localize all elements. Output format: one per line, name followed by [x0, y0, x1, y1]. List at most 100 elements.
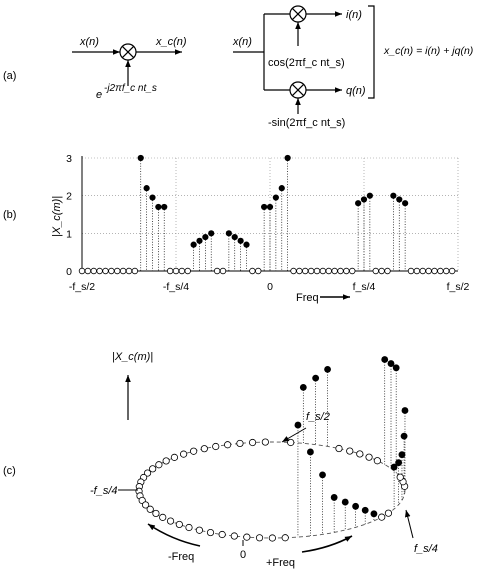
c-ring-bin — [159, 513, 167, 521]
i-output-label: i(n) — [346, 9, 362, 21]
c-ring-bin — [281, 534, 289, 542]
b-data-point — [202, 234, 209, 241]
b-zero-bin — [296, 267, 303, 275]
b-data-point — [237, 237, 244, 244]
c-data-point — [381, 356, 389, 363]
b-zero-bin — [131, 267, 139, 275]
c-neg-freq-arrow — [147, 523, 201, 547]
b-zero-bin — [413, 267, 421, 275]
b-data-point — [149, 194, 156, 201]
b-data-point — [272, 194, 279, 201]
c-data-point — [299, 383, 307, 391]
b-stems — [140, 158, 406, 271]
c-pos-fs4-label: f_s/4 — [414, 543, 438, 555]
left-mixer-diagram: x(n) x_c(n) e -j2πf_c nt_s — [72, 36, 187, 101]
b-x-tick-label: f_s/2 — [447, 281, 470, 293]
c-ring-bin — [200, 445, 208, 453]
c-data-point — [398, 451, 406, 459]
c-data-point — [387, 360, 395, 367]
b-data-point — [137, 154, 144, 162]
b-grid — [82, 157, 459, 271]
c-data-point — [352, 502, 360, 510]
b-zero-bin — [349, 267, 356, 275]
c-data-point — [319, 471, 326, 479]
c-ring-bin — [365, 453, 373, 461]
panel-a-label: (a) — [3, 70, 16, 82]
b-data-point — [278, 185, 285, 192]
c-ring-bin — [248, 438, 257, 447]
b-zero-bin — [313, 267, 321, 275]
c-data-point — [312, 374, 320, 382]
c-ring-bin — [236, 439, 244, 448]
c-ring-bin — [243, 533, 251, 541]
c-ring-bin — [206, 528, 215, 537]
c-data-point — [370, 510, 378, 518]
c-data-point — [400, 432, 408, 440]
c-data-point — [324, 365, 331, 373]
b-zero-bin — [437, 267, 444, 275]
c-ring-bin — [261, 438, 269, 446]
b-data-point — [261, 203, 268, 211]
b-zero-bin — [166, 267, 174, 275]
c-ring-bin — [335, 444, 343, 453]
b-zero-bin — [78, 267, 86, 275]
b-zero-bin — [325, 267, 332, 275]
c-ring-bin — [166, 517, 175, 525]
c-ring-bin — [384, 509, 393, 517]
b-data-point — [243, 241, 250, 248]
b-zero-bin — [114, 267, 121, 275]
c-fs2-label: f_s/2 — [306, 411, 330, 423]
b-x-axis-label: Freq — [296, 292, 319, 304]
b-x-tick-label: f_s/4 — [353, 281, 376, 293]
b-zero-bin — [319, 267, 327, 275]
b-zero-bin — [178, 267, 186, 275]
c-ring-bin — [287, 438, 295, 447]
cos-label: cos(2πf_c nt_s) — [268, 57, 345, 69]
b-zero-bin — [90, 267, 97, 275]
c-ring-bin — [149, 465, 157, 473]
c-ring-bin — [230, 532, 238, 540]
c-ring-bin — [212, 442, 220, 451]
b-data-point — [208, 230, 215, 237]
c-ring-bin — [218, 530, 226, 539]
c-ring-bin — [146, 505, 154, 513]
c-y-axis-label: |X_c(m)| — [112, 351, 153, 363]
b-data-point — [190, 241, 197, 248]
b-zero-bin — [384, 267, 391, 275]
c-ring-bin — [185, 523, 193, 532]
c-ring-bin — [346, 447, 354, 455]
b-zero-bin — [119, 267, 127, 275]
c-ring-bin — [180, 450, 188, 458]
panel-b-label: (b) — [3, 209, 16, 221]
b-x-tick-label: -f_s/4 — [163, 281, 189, 293]
b-zero-bin — [96, 267, 103, 275]
b-zero-bin — [84, 267, 92, 275]
b-zero-bin — [372, 267, 379, 275]
c-ring-bin — [356, 450, 364, 458]
c-zero-label: 0 — [240, 549, 246, 561]
c-pos-fs4-pointer — [404, 509, 414, 539]
left-input-label: x(n) — [79, 36, 99, 48]
c-data-point — [341, 498, 349, 506]
c-data-point — [307, 448, 314, 456]
output-bracket — [368, 5, 375, 99]
complex-equation: x_c(n) = i(n) + jq(n) — [383, 45, 473, 57]
c-ring-bin — [396, 473, 404, 481]
c-data-point — [330, 494, 338, 501]
b-y-tick-label: 1 — [66, 228, 72, 240]
b-data-point — [266, 203, 274, 211]
b-zero-bin — [425, 267, 432, 275]
b-zero-bin — [125, 267, 133, 275]
b-zero-bin — [184, 267, 191, 275]
b-zero-bin — [343, 267, 350, 275]
c-ring-bin — [152, 509, 160, 518]
b-data-point — [231, 234, 238, 241]
b-zero-bin — [219, 267, 227, 275]
b-zero-bin — [172, 267, 180, 275]
b-data-point — [366, 192, 373, 199]
c-ring-bin — [373, 457, 381, 465]
panel-c: (c) |X_c(m)| f_s/2 -f_s/4 f_s/4 0 -Freq … — [3, 351, 438, 569]
b-data-point — [196, 237, 203, 244]
b-data-point — [143, 185, 150, 192]
